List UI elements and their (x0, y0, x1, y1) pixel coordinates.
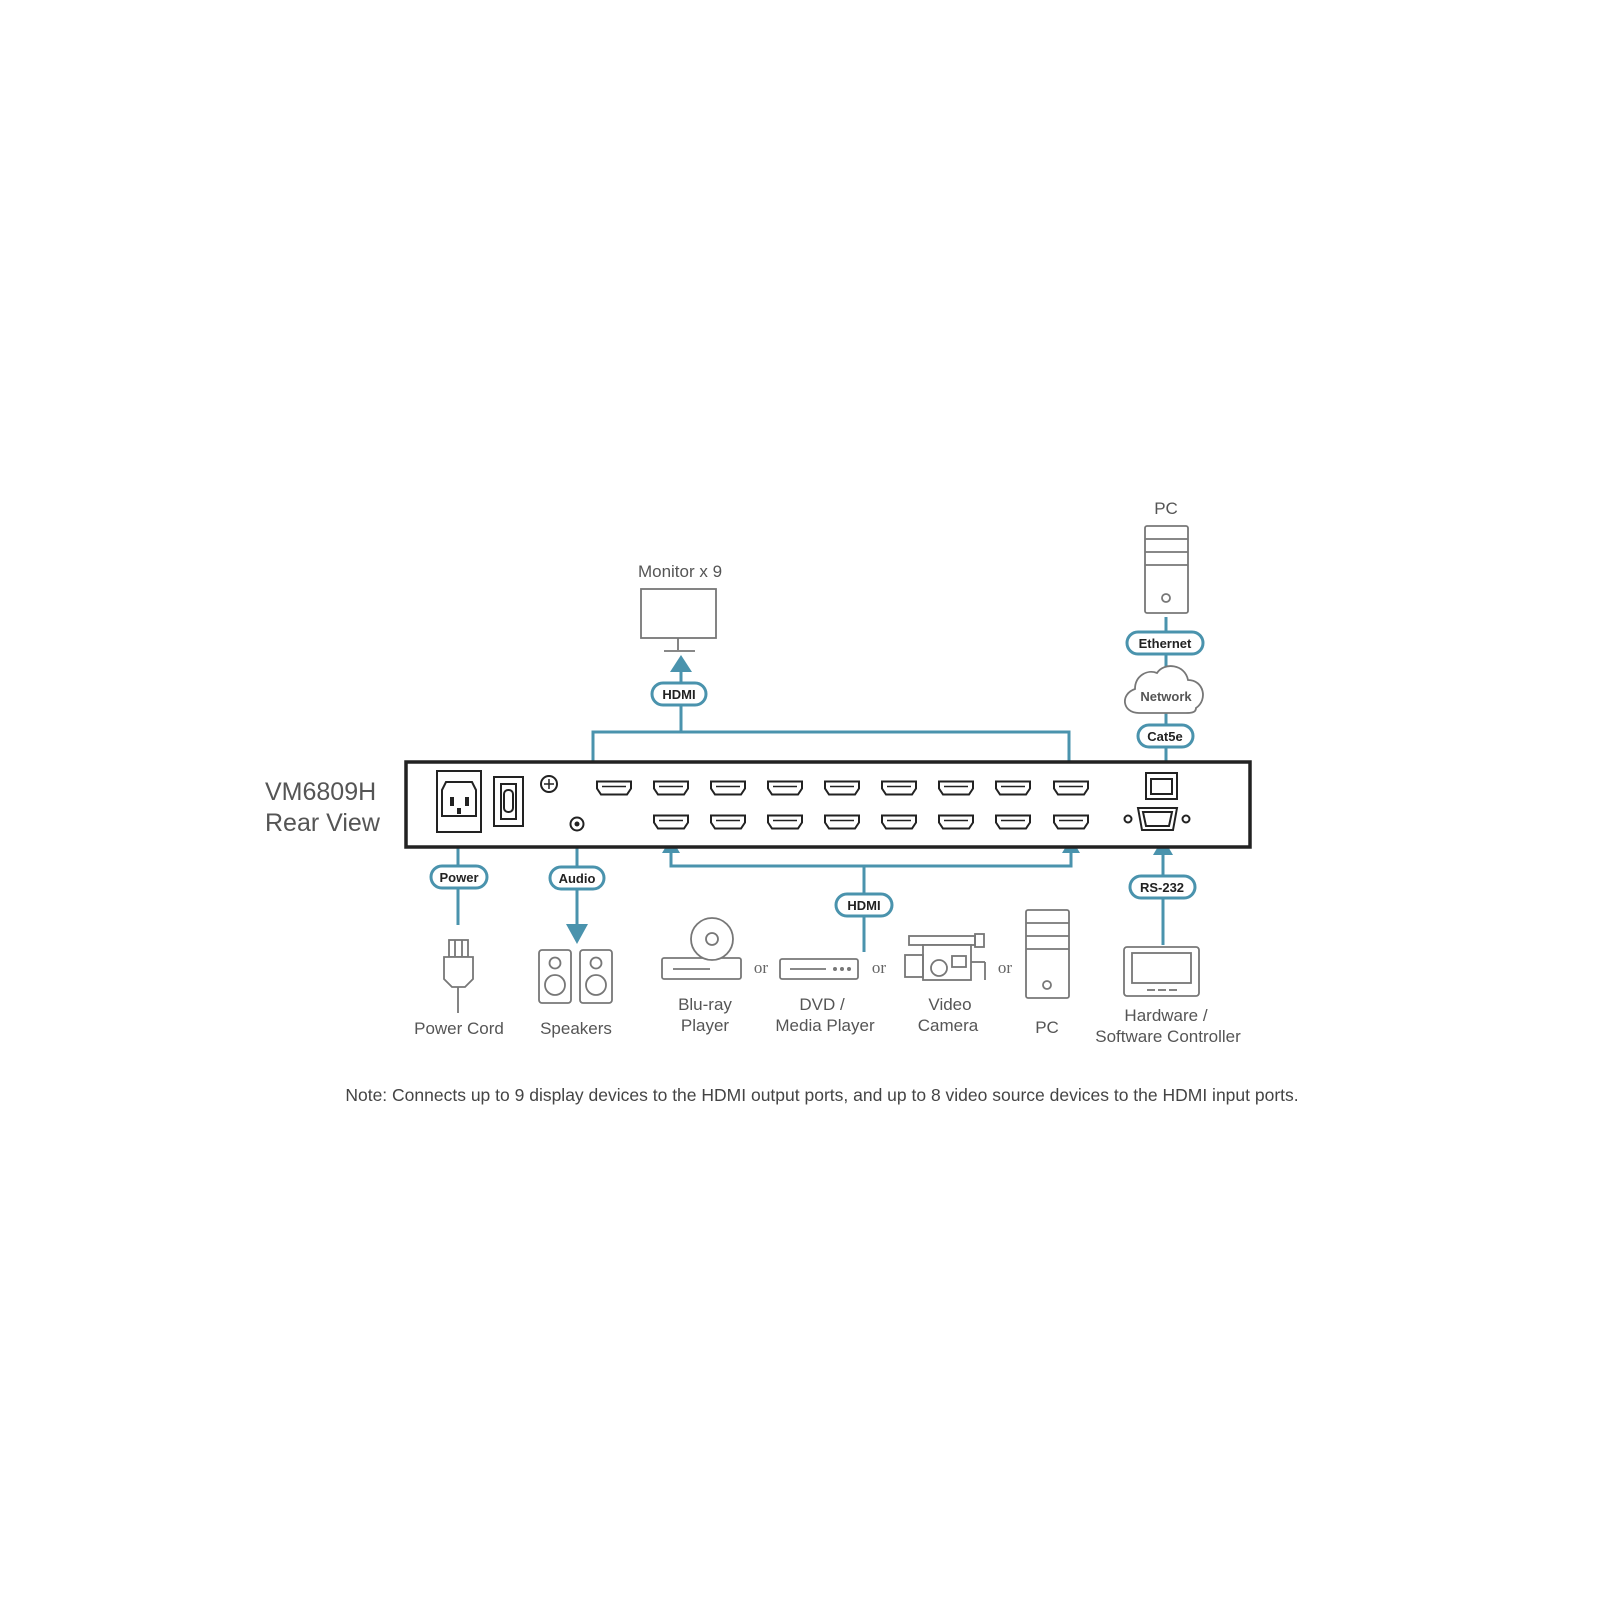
dvd-label-line1: DVD / (799, 995, 845, 1014)
or-label-1: or (754, 958, 769, 977)
power-label: Power (439, 870, 478, 885)
audio-wire (566, 840, 588, 944)
power-pill: Power (429, 864, 489, 890)
hdmi-output-port-2 (653, 780, 689, 796)
monitor-icon (640, 588, 717, 652)
power-inlet (436, 770, 482, 833)
rs232-pill: RS-232 (1128, 874, 1197, 900)
disc-player-icon (661, 917, 742, 980)
cat5e-label: Cat5e (1147, 729, 1182, 744)
hdmi-input-pill: HDMI (834, 892, 894, 918)
hdmi-input-port-4 (824, 814, 860, 830)
hdmi-input-port-3 (767, 814, 803, 830)
hdmi-input-port-6 (938, 814, 974, 830)
hdmi-output-port-8 (995, 780, 1031, 796)
top-pc-label: PC (1154, 499, 1178, 518)
hdmi-output-port-3 (710, 780, 746, 796)
hdmi-output-port-6 (881, 780, 917, 796)
controller-label-line2: Software Controller (1095, 1027, 1241, 1046)
video-camera-icon (904, 933, 986, 981)
ground-screw (540, 775, 558, 793)
model-name: VM6809H (265, 778, 376, 806)
bluray-label-line2: Player (681, 1016, 730, 1035)
power-switch (493, 776, 524, 827)
power-cord-label: Power Cord (414, 1019, 504, 1038)
footnote: Note: Connects up to 9 display devices t… (345, 1085, 1298, 1105)
hdmi-output-port-5 (824, 780, 860, 796)
hdmi-output-port-7 (938, 780, 974, 796)
serial-port (1123, 807, 1191, 831)
hdmi-input-port-1 (653, 814, 689, 830)
hdmi-input-label: HDMI (847, 898, 880, 913)
hdmi-output-port-1 (596, 780, 632, 796)
media-player-icon (779, 958, 859, 980)
cat5e-pill: Cat5e (1136, 723, 1195, 749)
bluray-label-line1: Blu-ray (678, 995, 732, 1014)
controller-panel-icon (1123, 946, 1200, 997)
hdmi-ports (596, 780, 1089, 830)
bottom-pc-tower-icon (1025, 909, 1070, 999)
monitor-label: Monitor x 9 (638, 562, 722, 581)
audio-label: Audio (559, 871, 596, 886)
cloud-icon: Network (1124, 665, 1204, 714)
hdmi-input-port-8 (1053, 814, 1089, 830)
audio-jack (569, 816, 585, 832)
device-chassis (404, 760, 1252, 849)
hdmi-output-label: HDMI (662, 687, 695, 702)
camera-label-line2: Camera (918, 1016, 979, 1035)
ethernet-pill: Ethernet (1125, 630, 1205, 656)
pc-tower-icon (1144, 525, 1189, 614)
or-label-2: or (872, 958, 887, 977)
rs232-label: RS-232 (1140, 880, 1184, 895)
controller-label-line1: Hardware / (1124, 1006, 1207, 1025)
bottom-pc-label: PC (1035, 1018, 1059, 1037)
camera-label-line1: Video (928, 995, 971, 1014)
hdmi-input-port-2 (710, 814, 746, 830)
hdmi-output-port-4 (767, 780, 803, 796)
network-label: Network (1140, 689, 1192, 704)
speakers-icon (538, 949, 613, 1004)
view-name: Rear View (265, 809, 381, 837)
hdmi-input-port-7 (995, 814, 1031, 830)
hdmi-output-port-9 (1053, 780, 1089, 796)
dvd-label-line2: Media Player (775, 1016, 875, 1035)
or-label-3: or (998, 958, 1013, 977)
speakers-label: Speakers (540, 1019, 612, 1038)
audio-pill: Audio (548, 865, 606, 891)
hdmi-output-wires (591, 655, 1071, 765)
hdmi-output-pill: HDMI (650, 681, 708, 707)
rj45-port (1145, 772, 1178, 800)
hdmi-input-port-5 (881, 814, 917, 830)
ethernet-label: Ethernet (1139, 636, 1192, 651)
power-plug-icon (443, 939, 474, 1013)
